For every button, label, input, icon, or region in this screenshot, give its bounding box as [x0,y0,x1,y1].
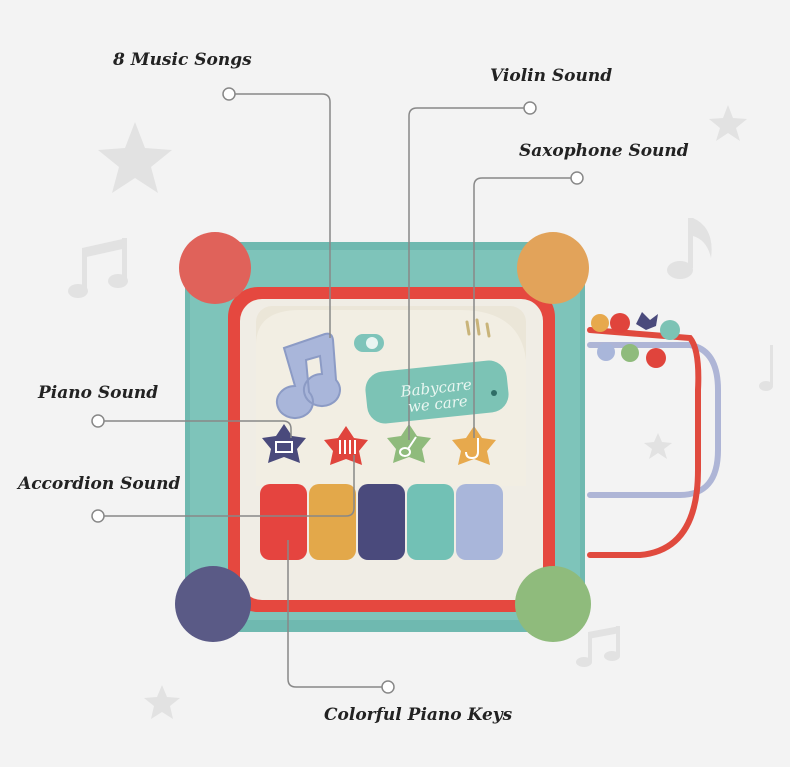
accordion-icon [339,440,356,454]
callout-lines [104,93,571,688]
piano-key-navy[interactable] [358,484,405,560]
violin-icon [399,436,417,457]
violin-sound-button[interactable] [387,424,431,463]
music-note-icon [275,332,341,419]
star-icon [644,433,672,459]
music-songs-button[interactable] [275,332,341,419]
callout-saxophone-sound: Saxophone Sound [519,141,689,161]
star-icon [144,685,180,719]
piano-icon [275,441,293,453]
callout-dots [91,87,584,694]
corner-ball-red [179,232,251,304]
piano-key-red[interactable] [260,484,307,560]
callout-piano-sound: Piano Sound [38,383,159,403]
music-note-icon [759,345,773,391]
piano-sound-button[interactable] [262,424,306,463]
music-note-icon [667,218,712,279]
speaker-icon [465,318,491,338]
brand-badge [365,360,509,424]
accordion-sound-button[interactable] [324,426,368,465]
piano-keys [260,484,503,560]
star-icon [709,105,747,141]
piano-key-lavender[interactable] [456,484,503,560]
corner-ball-green [515,566,591,642]
star-icon [98,122,172,193]
callout-violin-sound: Violin Sound [490,66,613,86]
corner-ball-purple [175,566,251,642]
piano-key-yellow[interactable] [309,484,356,560]
saxophone-icon [465,438,479,460]
corner-ball-orange [517,232,589,304]
toy-body [185,242,585,632]
saxophone-sound-button[interactable] [452,426,496,465]
callout-accordion-sound: Accordion Sound [18,474,181,494]
music-note-icon [576,626,620,667]
background-decorations [68,105,773,719]
music-note-icon [68,238,128,298]
callout-colorful-piano-keys: Colorful Piano Keys [324,705,513,725]
callout-music-songs: 8 Music Songs [113,50,252,70]
bead-maze [587,312,721,558]
power-switch[interactable] [354,334,384,352]
brand-line-2: we care [407,391,469,417]
piano-key-teal[interactable] [407,484,454,560]
